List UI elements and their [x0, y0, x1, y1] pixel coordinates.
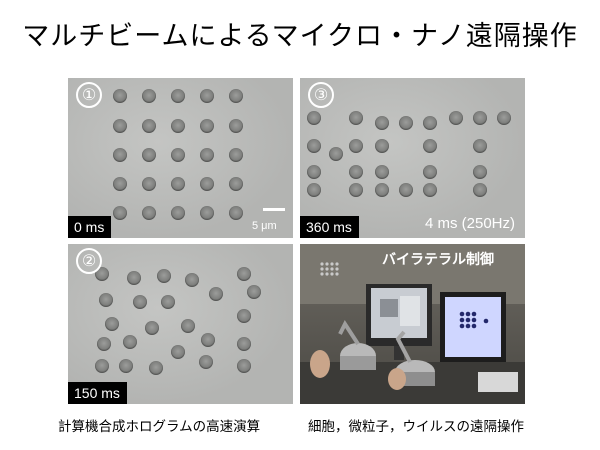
microbead — [449, 111, 463, 125]
lab-setup-illustration — [300, 244, 525, 404]
microbead — [307, 139, 321, 153]
microbead — [237, 337, 251, 351]
microbead — [473, 111, 487, 125]
micrograph-panel-2: ② 150 ms — [68, 244, 293, 404]
microbead — [229, 89, 243, 103]
microbead — [181, 319, 195, 333]
page-title: マルチビームによるマイクロ・ナノ遠隔操作 — [22, 21, 578, 52]
caption-hologram: 計算機合成ホログラムの高速演算 — [58, 419, 261, 435]
microbead — [157, 269, 171, 283]
microbead — [237, 309, 251, 323]
microbead — [201, 333, 215, 347]
scale-label: 5 μm — [252, 220, 277, 232]
microbead — [349, 111, 363, 125]
microbead — [171, 148, 185, 162]
microbead — [95, 267, 109, 281]
microbead — [423, 165, 437, 179]
microbead — [97, 337, 111, 351]
microbead — [171, 206, 185, 220]
microbead — [171, 89, 185, 103]
microbead — [229, 206, 243, 220]
microbead — [399, 116, 413, 130]
microbead — [423, 116, 437, 130]
microbead — [113, 89, 127, 103]
microbead — [229, 148, 243, 162]
scale-bar — [263, 208, 285, 211]
microbead — [307, 111, 321, 125]
microbead — [95, 359, 109, 373]
time-label-150ms: 150 ms — [68, 382, 127, 404]
microbead — [307, 165, 321, 179]
microbead — [307, 183, 321, 197]
bilateral-control-label: バイラテラル制御 — [382, 252, 494, 268]
microbead — [473, 183, 487, 197]
microbead — [247, 285, 261, 299]
microbead — [237, 267, 251, 281]
bilateral-control-photo: バイラテラル制御 — [300, 244, 525, 404]
microbead — [123, 335, 137, 349]
caption-remote-manipulation: 細胞，微粒子，ウイルスの遠隔操作 — [308, 419, 524, 435]
microbead — [375, 165, 389, 179]
microbead — [105, 317, 119, 331]
microbead — [229, 119, 243, 133]
microbead — [423, 183, 437, 197]
microbead — [237, 359, 251, 373]
microbead — [133, 295, 147, 309]
microbead — [209, 287, 223, 301]
micrograph-panel-1: ① 0 ms 5 μm — [68, 78, 293, 238]
microbead — [349, 165, 363, 179]
microbead — [119, 359, 133, 373]
microbead — [142, 177, 156, 191]
microbead — [200, 89, 214, 103]
microbead — [113, 177, 127, 191]
microbead — [161, 295, 175, 309]
panel-number-2: ② — [76, 248, 102, 274]
microbead — [375, 139, 389, 153]
microbead — [399, 183, 413, 197]
microbead — [423, 139, 437, 153]
microbead — [349, 183, 363, 197]
panel-number-3: ③ — [308, 82, 334, 108]
microbead — [329, 147, 343, 161]
microbead — [200, 119, 214, 133]
microbead — [127, 271, 141, 285]
microbead — [200, 148, 214, 162]
microbead — [142, 89, 156, 103]
microbead — [349, 139, 363, 153]
microbead — [473, 139, 487, 153]
microbead — [149, 361, 163, 375]
microbead — [473, 165, 487, 179]
time-label-0ms: 0 ms — [68, 216, 112, 238]
microbead — [375, 183, 389, 197]
micrograph-panel-3: ③ 360 ms 4 ms (250Hz) — [300, 78, 525, 238]
microbead — [200, 206, 214, 220]
microbead — [142, 119, 156, 133]
microbead — [145, 321, 159, 335]
microbead — [99, 293, 113, 307]
update-rate-label: 4 ms (250Hz) — [424, 215, 515, 232]
microbead — [185, 273, 199, 287]
time-label-360ms: 360 ms — [300, 216, 359, 238]
microbead — [171, 119, 185, 133]
microbead — [113, 119, 127, 133]
microbead — [171, 177, 185, 191]
microbead — [375, 116, 389, 130]
panel-number-1: ① — [76, 82, 102, 108]
microbead — [142, 148, 156, 162]
microbead — [171, 345, 185, 359]
microbead — [229, 177, 243, 191]
microbead — [113, 206, 127, 220]
microbead — [199, 355, 213, 369]
microbead — [497, 111, 511, 125]
microbead — [142, 206, 156, 220]
microbead — [113, 148, 127, 162]
microbead — [200, 177, 214, 191]
